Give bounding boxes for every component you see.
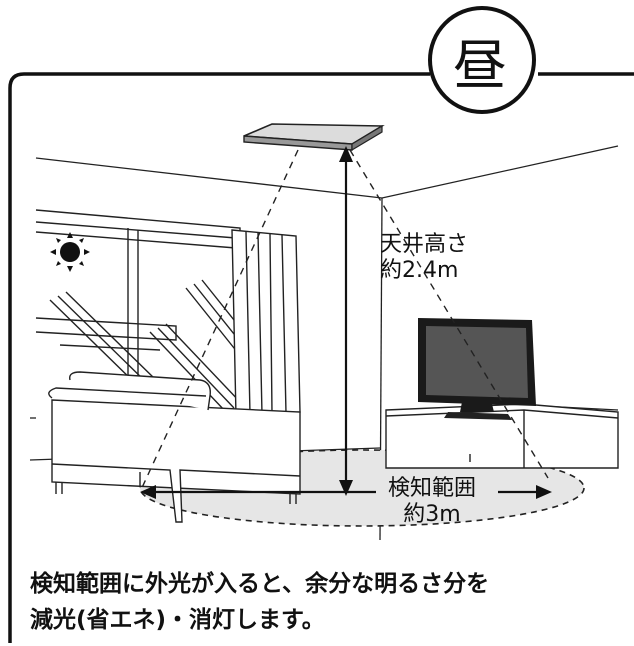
daytime-badge bbox=[428, 6, 536, 114]
detection-range-value: 約3m bbox=[403, 502, 461, 527]
curtain bbox=[231, 229, 301, 417]
caption-line-2: 減光(省エネ)・消灯します。 bbox=[30, 607, 325, 633]
ceiling-height-label: 天井高さ 約2.4m bbox=[380, 232, 468, 284]
ceiling-height-arrow bbox=[339, 146, 353, 496]
tv-stand bbox=[385, 403, 619, 469]
ceiling-height-value: 約2.4m bbox=[380, 258, 459, 283]
frame bbox=[8, 72, 634, 643]
detection-range-arrow bbox=[140, 485, 552, 499]
ceiling-height-title: 天井高さ bbox=[380, 232, 469, 257]
tv bbox=[418, 318, 536, 420]
detection-range-title: 検知範囲 bbox=[380, 476, 485, 502]
detection-range-label: 検知範囲 約3m bbox=[380, 476, 485, 528]
ceiling-sensor-light bbox=[243, 123, 385, 152]
caption: 検知範囲に外光が入ると、余分な明るさ分を 減光(省エネ)・消灯します。 bbox=[30, 566, 620, 638]
detection-cone bbox=[139, 149, 549, 493]
caption-line-1: 検知範囲に外光が入ると、余分な明るさ分を bbox=[30, 571, 490, 597]
daytime-badge-label: 昼 bbox=[453, 33, 507, 97]
sun-icon bbox=[50, 232, 90, 272]
